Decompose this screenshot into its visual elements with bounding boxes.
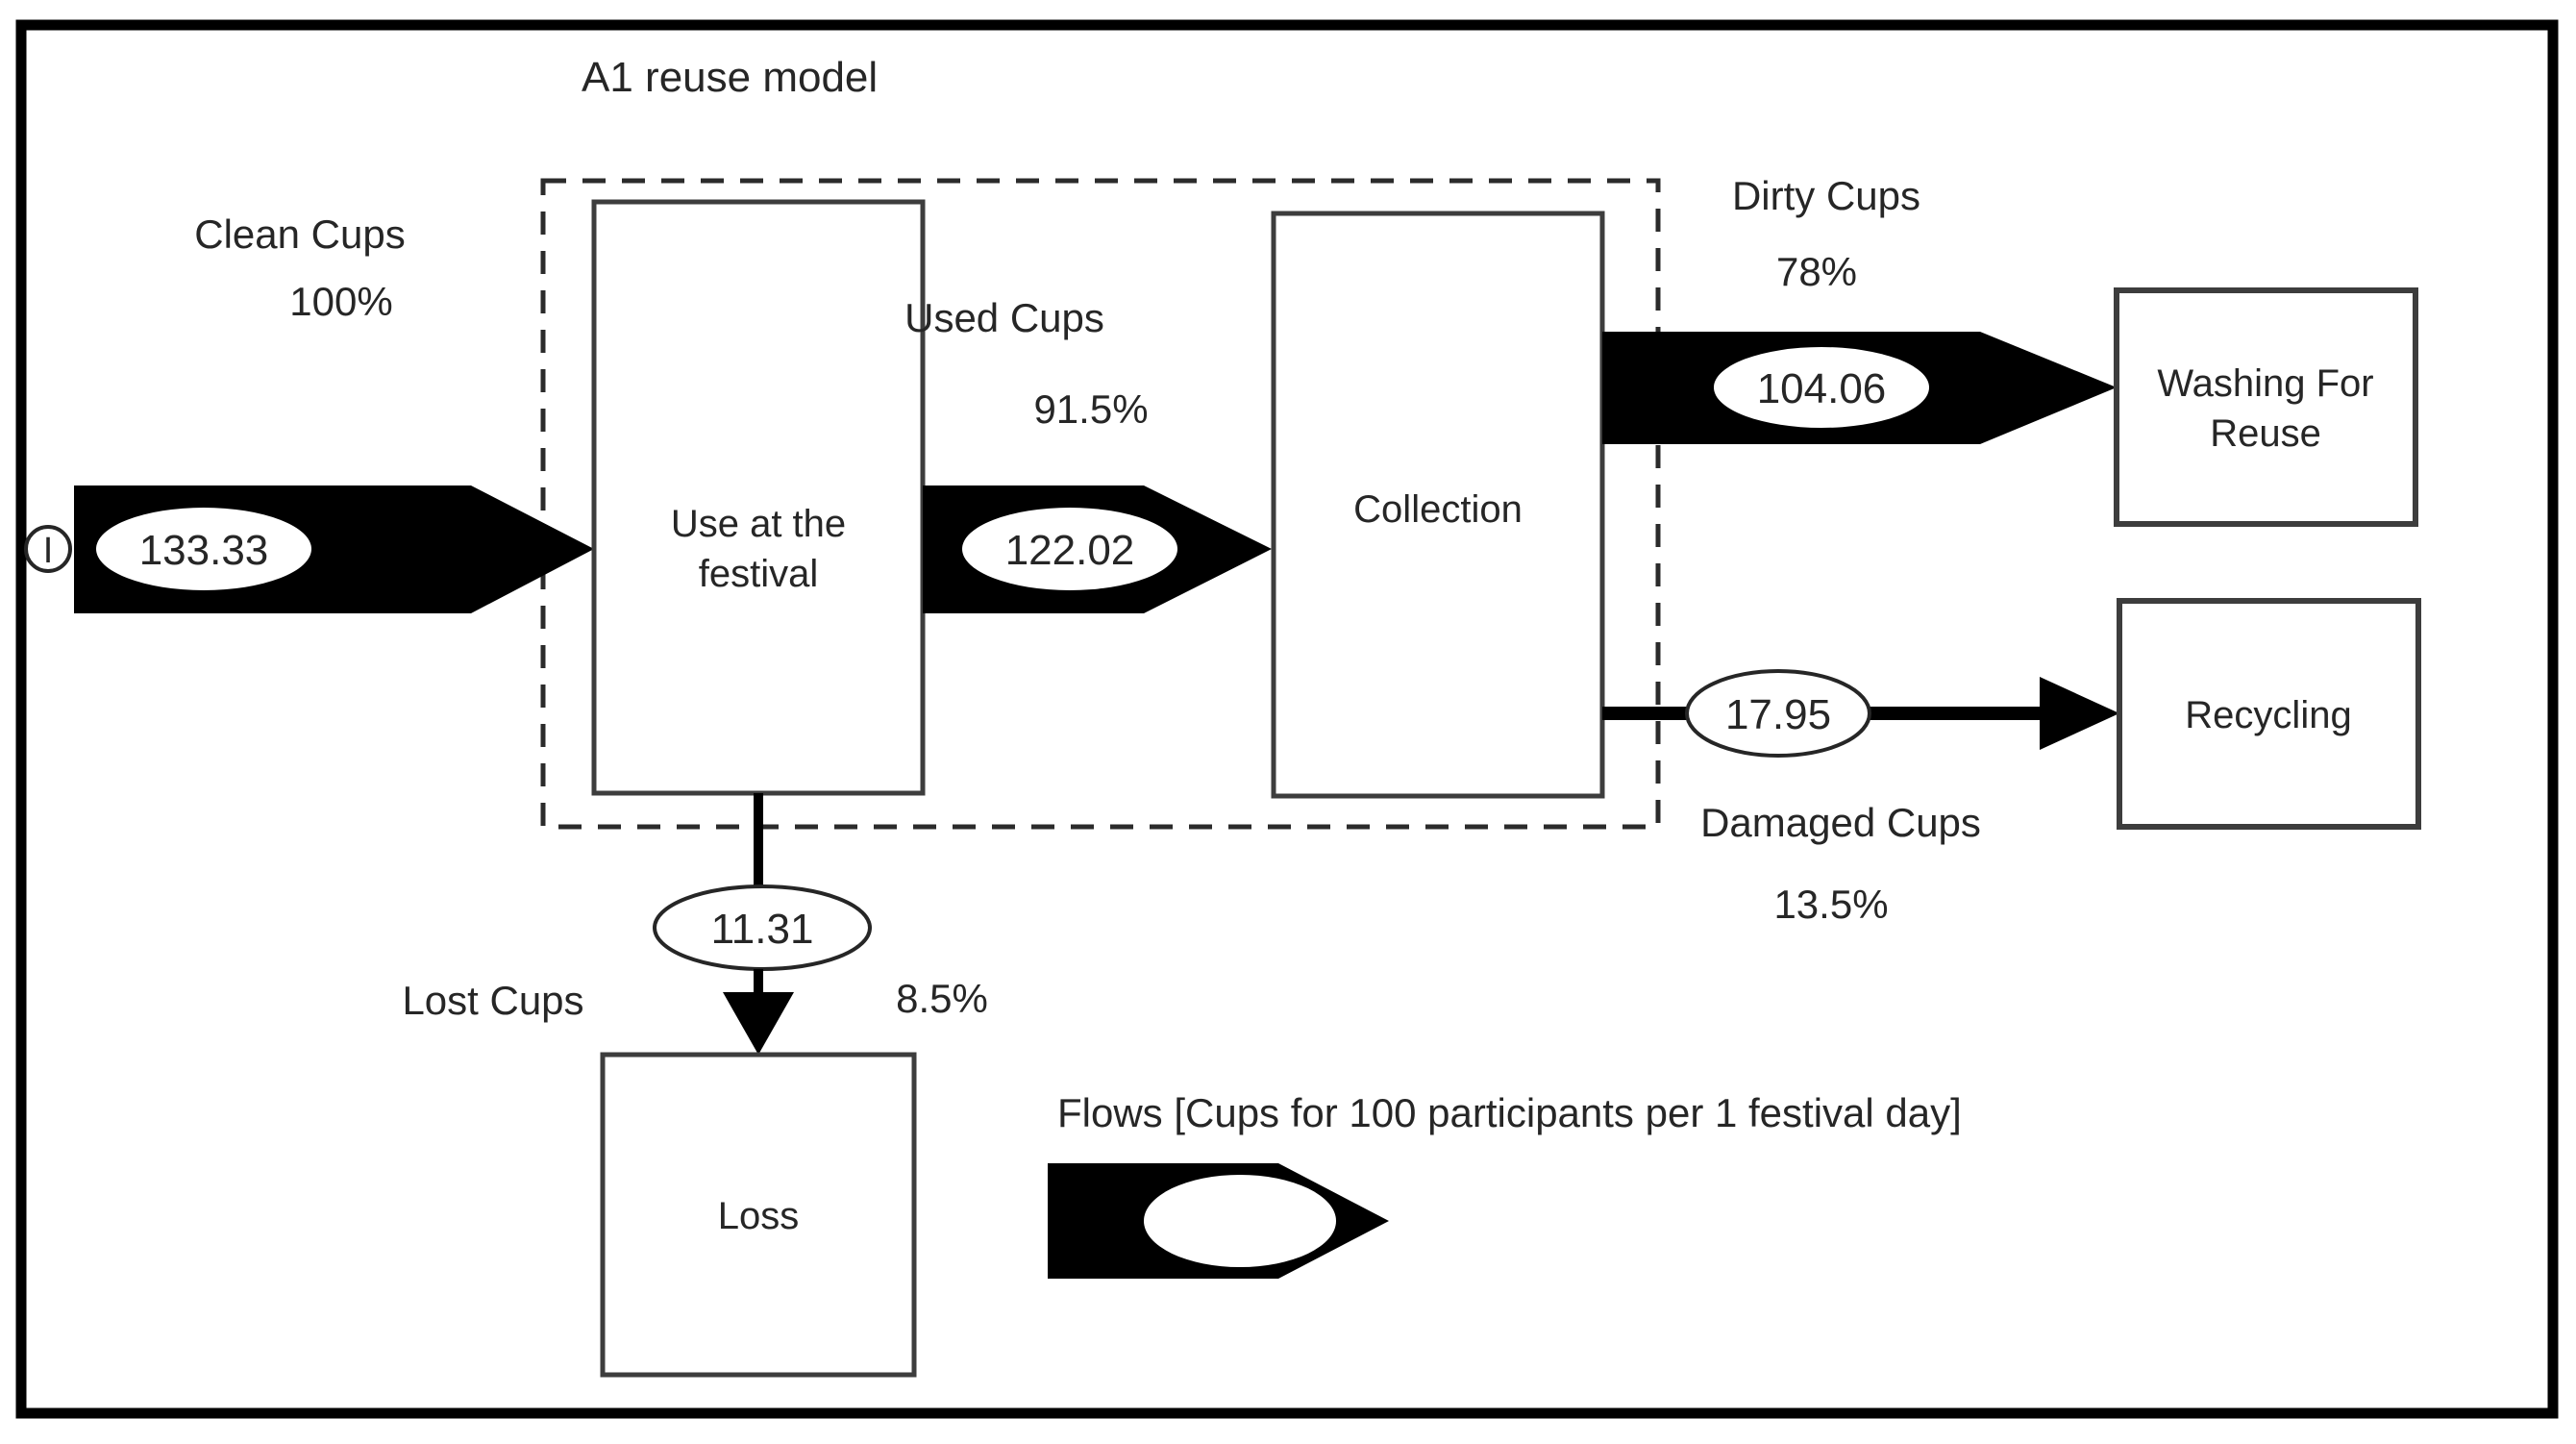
damaged-cups-arrowhead — [2040, 677, 2119, 750]
used-cups-value: 122.02 — [1005, 527, 1135, 574]
input-source-label: I — [43, 531, 54, 571]
used-cups-value-ellipse — [962, 508, 1177, 590]
dirty-cups-value: 104.06 — [1757, 365, 1887, 412]
clean-cups-value-ellipse — [96, 508, 311, 590]
node-loss — [600, 1052, 917, 1378]
clean-cups-label: Clean Cups — [194, 212, 405, 257]
damaged-cups-label: Damaged Cups — [1700, 800, 1981, 845]
dirty-cups-percent: 78% — [1776, 249, 1857, 294]
node-washing-for-reuse — [2114, 287, 2418, 527]
node-washing-label-line2: Reuse — [2210, 412, 2321, 455]
node-use-at-festival-label-line2: festival — [699, 553, 819, 595]
node-recycling-label: Recycling — [2185, 694, 2351, 736]
lost-cups-percent: 8.5% — [896, 976, 988, 1021]
node-washing-label-line1: Washing For — [2157, 362, 2373, 405]
outer-frame — [15, 19, 2559, 1419]
input-source-circle — [24, 525, 72, 573]
node-collection — [1271, 211, 1605, 799]
lost-cups-label: Lost Cups — [402, 978, 583, 1023]
damaged-cups-percent: 13.5% — [1773, 882, 1888, 927]
node-use-at-festival — [591, 199, 926, 796]
diagram-title: A1 reuse model — [582, 54, 878, 101]
system-boundary-dashed-box — [540, 178, 1661, 830]
node-loss-label: Loss — [718, 1195, 800, 1237]
used-cups-percent: 91.5% — [1033, 386, 1148, 432]
dirty-cups-label: Dirty Cups — [1732, 173, 1920, 218]
legend-value-ellipse — [1144, 1175, 1336, 1267]
damaged-cups-value-ellipse — [1685, 669, 1871, 758]
node-recycling — [2117, 598, 2421, 830]
used-cups-label: Used Cups — [904, 295, 1104, 340]
lost-cups-value: 11.31 — [711, 906, 814, 953]
node-collection-label: Collection — [1353, 488, 1523, 531]
node-use-at-festival-label-line1: Use at the — [671, 503, 846, 545]
lost-cups-arrowhead — [723, 992, 794, 1055]
damaged-cups-value: 17.95 — [1725, 691, 1831, 738]
clean-cups-percent: 100% — [289, 279, 392, 324]
clean-cups-value: 133.33 — [139, 527, 269, 574]
dirty-cups-value-ellipse — [1714, 347, 1929, 428]
legend-label: Flows [Cups for 100 participants per 1 f… — [1057, 1090, 1962, 1135]
